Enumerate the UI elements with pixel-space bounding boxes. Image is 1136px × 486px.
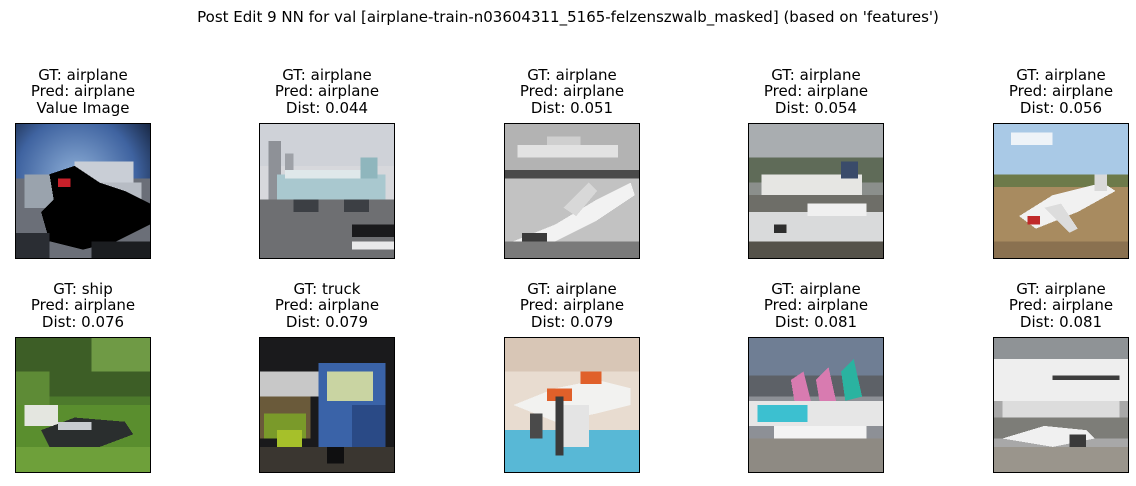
masked-airplane-scene-icon (15, 123, 151, 259)
panel-title: GT: airplane Pred: airplane Dist: 0.079 (464, 280, 680, 331)
boat-on-grass-icon (15, 337, 151, 473)
info-label: Dist: 0.051 (530, 98, 614, 117)
gt-label: GT: airplane (771, 280, 861, 298)
pred-label: Pred: airplane (274, 82, 380, 101)
panel-title: GT: airplane Pred: airplane Dist: 0.056 (953, 66, 1136, 117)
airliners-tarmac-icon (748, 123, 884, 259)
pred-label: Pred: airplane (763, 82, 869, 101)
info-label: Value Image (36, 98, 130, 117)
pred-label: Pred: airplane (519, 82, 625, 101)
info-label: Dist: 0.054 (774, 98, 858, 117)
info-label: Dist: 0.044 (285, 98, 369, 117)
blue-truck-night-icon (259, 337, 395, 473)
panel-title: GT: airplane Pred: airplane Dist: 0.044 (219, 66, 435, 117)
propeller-plane-icon (504, 337, 640, 473)
panel-title: GT: ship Pred: airplane Dist: 0.076 (0, 280, 191, 331)
panel-title: GT: airplane Pred: airplane Dist: 0.081 (708, 280, 924, 331)
panel-title: GT: airplane Pred: airplane Value Image (0, 66, 191, 117)
info-label: Dist: 0.081 (774, 312, 858, 331)
panel-title: GT: airplane Pred: airplane Dist: 0.051 (464, 66, 680, 117)
white-jet-closeup-icon (993, 337, 1129, 473)
info-label: Dist: 0.056 (1019, 98, 1103, 117)
panel-title: GT: airplane Pred: airplane Dist: 0.054 (708, 66, 924, 117)
info-label: Dist: 0.079 (530, 312, 614, 331)
gt-label: GT: airplane (527, 66, 617, 84)
pred-label: Pred: airplane (519, 296, 625, 315)
airliner-at-gate-icon (259, 123, 395, 259)
pred-label: Pred: airplane (30, 296, 136, 315)
figure-title: Post Edit 9 NN for val [airplane-train-n… (197, 8, 939, 26)
info-label: Dist: 0.076 (41, 312, 125, 331)
gt-label: GT: airplane (771, 66, 861, 84)
info-label: Dist: 0.079 (285, 312, 369, 331)
gt-label: GT: airplane (282, 66, 372, 84)
pred-label: Pred: airplane (1008, 296, 1114, 315)
pred-label: Pred: airplane (763, 296, 869, 315)
gt-label: GT: ship (53, 280, 113, 298)
gt-label: GT: airplane (1016, 66, 1106, 84)
info-label: Dist: 0.081 (1019, 312, 1103, 331)
pred-label: Pred: airplane (30, 82, 136, 101)
pred-label: Pred: airplane (274, 296, 380, 315)
gt-label: GT: airplane (1016, 280, 1106, 298)
gt-label: GT: airplane (527, 280, 617, 298)
grayscale-airplanes-icon (504, 123, 640, 259)
panel-title: GT: airplane Pred: airplane Dist: 0.081 (953, 280, 1136, 331)
small-plane-on-dirt-icon (993, 123, 1129, 259)
gt-label: GT: airplane (38, 66, 128, 84)
pred-label: Pred: airplane (1008, 82, 1114, 101)
gt-label: GT: truck (293, 280, 361, 298)
colorful-tails-icon (748, 337, 884, 473)
panel-title: GT: truck Pred: airplane Dist: 0.079 (219, 280, 435, 331)
